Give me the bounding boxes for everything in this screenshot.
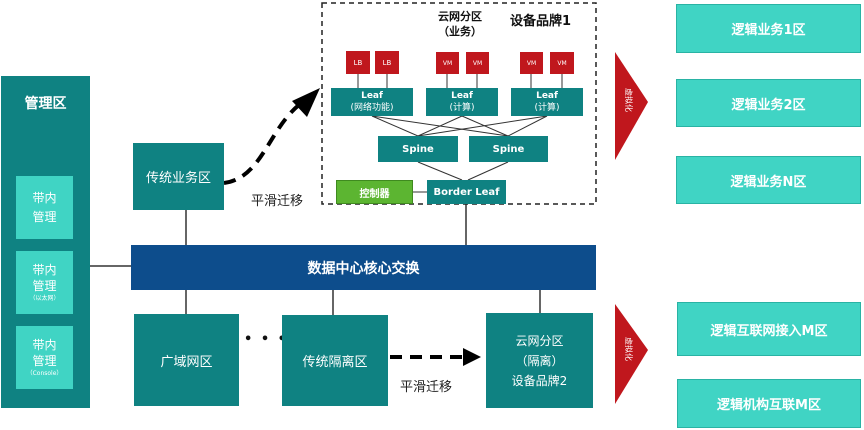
- smooth-migration-label: 平滑迁移: [400, 380, 453, 395]
- leaf-network-function: Leaf (网络功能): [331, 88, 413, 116]
- box-label: 管理: [32, 353, 57, 368]
- box-sublabel: （Console）: [26, 369, 63, 377]
- load-balancer: LB: [346, 51, 370, 74]
- inband-management-box: 带内 管理: [16, 176, 73, 239]
- migration-arrowhead: [292, 88, 320, 117]
- title-line: 云网分区: [438, 10, 482, 23]
- leaf-spine-mesh: [371, 115, 548, 137]
- leaf-sublabel: (网络功能): [350, 103, 394, 113]
- migration-arrow-curve: [223, 102, 302, 185]
- logical-business-zone-2: 逻辑业务2区: [676, 79, 861, 127]
- box-label: 管理: [32, 209, 57, 224]
- zone-label: 云网分区: [515, 333, 564, 348]
- zone-label: （隔离）: [515, 353, 564, 368]
- virtual-machine: VM: [436, 52, 459, 74]
- cloud-zone-1-boundary: [321, 2, 597, 205]
- inband-ethernet-box: 带内 管理 （以太网）: [16, 251, 73, 314]
- connector-line: [467, 161, 509, 181]
- controller: 控制器: [336, 180, 413, 204]
- leaf-compute: Leaf (计算): [511, 88, 583, 116]
- virtual-machine: VM: [466, 52, 489, 74]
- leaf-label: Leaf: [361, 91, 383, 101]
- spine-switch: Spine: [469, 136, 548, 162]
- cloud-zone-2: 云网分区 （隔离） 设备品牌2: [486, 313, 593, 408]
- logical-business-zone-n: 逻辑业务N区: [676, 156, 861, 204]
- legacy-isolation-zone: 传统隔离区: [282, 315, 388, 406]
- leaf-label: Leaf: [536, 91, 558, 101]
- border-leaf: Border Leaf: [427, 180, 506, 204]
- box-label: 带内: [32, 262, 57, 277]
- ellipsis: • • •: [244, 332, 288, 347]
- virtual-machine: VM: [550, 52, 574, 74]
- management-title: 管理区: [24, 96, 67, 112]
- leaf-sublabel: (计算): [449, 103, 475, 113]
- leaf-label: Leaf: [451, 91, 473, 101]
- smooth-migration-label: 平滑迁移: [251, 194, 304, 209]
- vendor-1-label: 设备品牌1: [510, 14, 572, 29]
- leaf-compute: Leaf (计算): [426, 88, 498, 116]
- wan-zone: 广域网区: [134, 314, 239, 406]
- zone-label: 设备品牌2: [511, 373, 568, 388]
- migration-arrowhead: [463, 348, 481, 366]
- core-switch: 数据中心核心交换: [131, 245, 596, 290]
- cloud-zone-1-title: 云网分区 （业务）: [428, 8, 492, 40]
- virtualization-label: 虚拟化: [624, 337, 633, 361]
- logical-internet-access-zone: 逻辑互联网接入M区: [677, 302, 861, 356]
- spine-switch: Spine: [378, 136, 458, 162]
- load-balancer: LB: [375, 51, 399, 74]
- title-line: （业务）: [438, 25, 482, 38]
- inband-console-box: 带内 管理 （Console）: [16, 326, 73, 389]
- leaf-sublabel: (计算): [534, 103, 560, 113]
- virtual-machine: VM: [520, 52, 543, 74]
- logical-business-zone-1: 逻辑业务1区: [676, 4, 861, 53]
- legacy-business-zone: 传统业务区: [133, 143, 224, 210]
- box-label: 带内: [32, 337, 57, 352]
- logical-institution-interconnect-zone: 逻辑机构互联M区: [677, 379, 861, 428]
- virtualization-label: 虚拟化: [624, 88, 633, 112]
- box-label: 带内: [32, 190, 57, 205]
- virtualization-arrow-top: [615, 52, 648, 160]
- box-label: 管理: [32, 278, 57, 293]
- box-sublabel: （以太网）: [29, 294, 60, 302]
- virtualization-arrow-bottom: [615, 304, 648, 404]
- connector-line: [417, 161, 463, 181]
